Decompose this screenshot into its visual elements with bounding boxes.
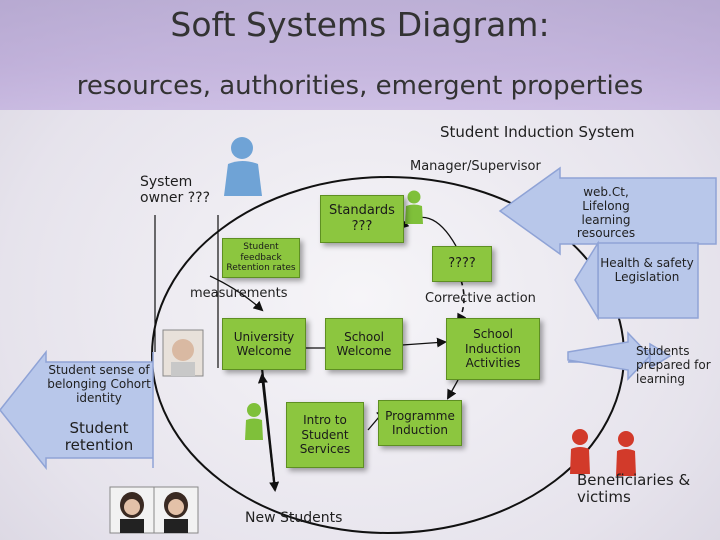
- corrective-action-label: Corrective action: [425, 291, 536, 306]
- school-welcome-box: School Welcome: [325, 318, 403, 370]
- standards-box: Standards ???: [320, 195, 404, 243]
- staff-photo: [162, 329, 204, 377]
- induction-to-programme-arrow: [447, 379, 459, 400]
- beneficiaries-label: Beneficiaries & victims: [577, 471, 691, 507]
- resources-text: web.Ct, Lifelong learning resources: [576, 185, 636, 241]
- unknown-box: ????: [432, 246, 492, 282]
- page-subtitle: resources, authorities, emergent propert…: [76, 71, 644, 101]
- belonging-text: Student sense of belonging Cohort identi…: [47, 363, 151, 405]
- intro-services-box: Intro to Student Services: [286, 402, 364, 468]
- students-photo-2: [153, 486, 199, 534]
- manager-label: Manager/Supervisor: [410, 159, 541, 174]
- owner-figure: [224, 137, 262, 196]
- student-figure-1: [245, 403, 263, 440]
- measurement-arrow: [209, 275, 264, 312]
- university-welcome-box: University Welcome: [222, 318, 306, 370]
- page-title: Soft Systems Diagram:: [170, 5, 550, 44]
- programme-induction-box: Programme Induction: [378, 400, 462, 446]
- legislation-text: Health & safety Legislation: [600, 256, 694, 284]
- newstudents-to-welcome-arrow: [257, 373, 277, 491]
- students-photo-1: [109, 486, 155, 534]
- system-name-label: Student Induction System: [440, 123, 635, 141]
- retention-text: Student retention: [64, 419, 134, 455]
- feedback-box: Student feedback Retention rates: [222, 238, 300, 278]
- system-owner-label: System owner ???: [140, 174, 210, 207]
- victim-figure-2: [616, 431, 636, 476]
- prepared-arrow: [567, 331, 652, 381]
- new-students-label: New Students: [245, 510, 343, 526]
- measurements-label: measurements: [190, 286, 288, 301]
- legislation-arrow-tip: [574, 240, 599, 321]
- title-band: [0, 0, 720, 110]
- manager-figure: [405, 190, 423, 224]
- victim-figure-1: [570, 429, 590, 474]
- belonging-arrow: [0, 349, 154, 471]
- students-prepared-label: Students prepared for learning: [636, 344, 711, 386]
- school-induction-box: School Induction Activities: [446, 318, 540, 380]
